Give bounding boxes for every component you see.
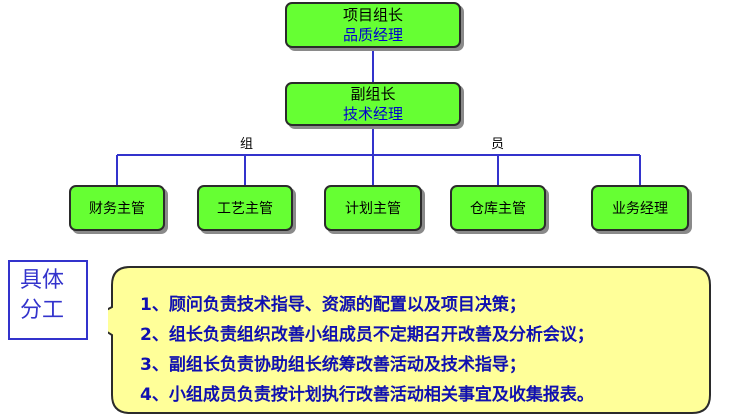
division-callout xyxy=(108,266,711,414)
member-label: 计划主管 xyxy=(345,201,401,217)
member-label: 仓库主管 xyxy=(470,201,526,217)
member-box-warehouse: 仓库主管 xyxy=(450,185,546,231)
division-items: 1、顾问负责技术指导、资源的配置以及项目决策； 2、组长负责组织改善小组成员不定… xyxy=(140,290,730,410)
member-box-finance: 财务主管 xyxy=(69,185,165,231)
member-box-planning: 计划主管 xyxy=(324,185,422,231)
member-label: 财务主管 xyxy=(89,201,145,217)
member-label: 业务经理 xyxy=(612,201,668,217)
deputy-box: 副组长 技术经理 xyxy=(285,82,461,126)
member-label-left: 组 xyxy=(240,137,254,152)
division-item: 2、组长负责组织改善小组成员不定期召开改善及分析会议； xyxy=(140,325,594,345)
member-label: 工艺主管 xyxy=(217,201,273,217)
division-item: 3、副组长负责协助组长统筹改善活动及技术指导； xyxy=(140,355,526,375)
division-item: 4、小组成员负责按计划执行改善活动相关事宜及收集报表。 xyxy=(140,385,594,405)
deputy-role: 技术经理 xyxy=(342,105,403,123)
member-box-process: 工艺主管 xyxy=(197,185,293,231)
member-label-right: 员 xyxy=(491,137,505,152)
member-box-business: 业务经理 xyxy=(591,185,689,231)
division-label: 具体 分工 xyxy=(8,260,88,340)
division-label-line2: 分工 xyxy=(20,298,65,323)
leader-title: 项目组长 xyxy=(342,6,403,24)
leader-box: 项目组长 品质经理 xyxy=(285,2,461,48)
division-label-line1: 具体 xyxy=(20,268,65,293)
deputy-title: 副组长 xyxy=(350,85,396,103)
division-item: 1、顾问负责技术指导、资源的配置以及项目决策； xyxy=(140,295,526,315)
leader-role: 品质经理 xyxy=(342,26,403,44)
